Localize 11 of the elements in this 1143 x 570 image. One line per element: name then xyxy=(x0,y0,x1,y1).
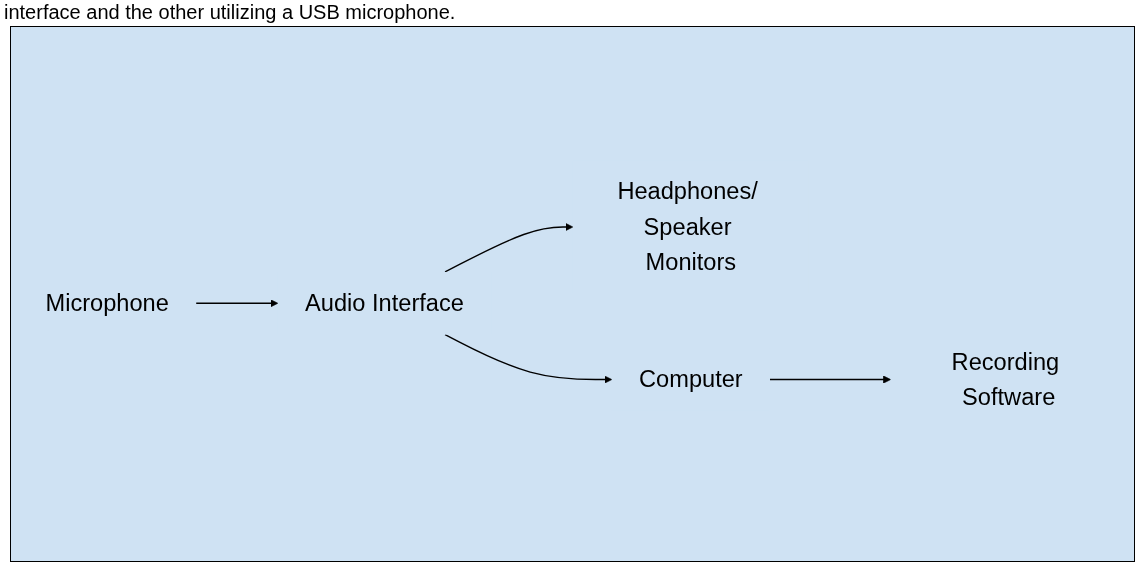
arrow xyxy=(444,222,574,273)
arrow xyxy=(769,375,891,384)
diagram-panel: Microphone Audio Interface Headphones/ Speaker Monitors Computer Recording Software xyxy=(10,26,1135,562)
node-text: Microphone xyxy=(45,288,169,317)
arrow xyxy=(195,298,279,307)
node-text: Audio Interface xyxy=(305,288,464,317)
arrow xyxy=(444,333,613,384)
node-text: Computer xyxy=(639,365,743,393)
node-text: Recording Software xyxy=(951,347,1060,410)
node-text: Headphones/ Speaker Monitors xyxy=(617,177,758,276)
caption: interface and the other utilizing a USB microphone. xyxy=(3,0,457,24)
